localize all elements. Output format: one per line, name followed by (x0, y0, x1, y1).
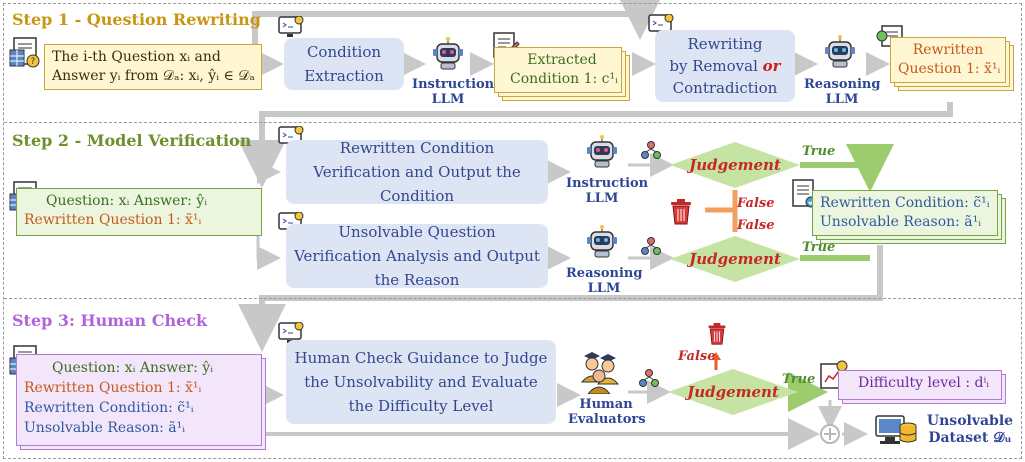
input-line-1: The i-th Question xᵢ and (52, 49, 221, 65)
input-line-2: Answer yᵢ from 𝒟ₐ: xᵢ, ŷᵢ ∈ 𝒟ₐ (52, 68, 255, 84)
step3-unsolvable-reason: Unsolvable Reason: ã¹ᵢ (24, 420, 186, 436)
rewriting-removal: by Removal (669, 57, 763, 75)
output-condition: Rewritten Condition: c̃¹ᵢ (820, 195, 990, 211)
robot-icon (587, 225, 617, 258)
trash-icon (671, 199, 691, 225)
rewriting-line-2: by Removal or (669, 55, 780, 77)
instruction-llm-caption-2: Instruction LLM (566, 176, 649, 206)
true-top-label: True (802, 144, 836, 159)
database-icon (875, 415, 917, 444)
monitor-icon (278, 126, 304, 147)
step3-question-answer: Question: xᵢ Answer: ŷᵢ (52, 360, 214, 376)
unsolvable-dataset-caption: Unsolvable Dataset 𝒟ᵤ (922, 413, 1018, 447)
judgement-human-label: Judgement (687, 383, 779, 401)
step3-rewritten-question: Rewritten Question 1: x̃¹ᵢ (24, 380, 202, 396)
extracted-line-1: Extracted (527, 52, 597, 68)
reasoning-llm-caption-2: Reasoning LLM (566, 266, 643, 296)
process-unsolvable-verification: Unsolvable Question Verification Analysi… (286, 223, 548, 289)
step2-input-card: Question: xᵢ Answer: ŷᵢ Rewritten Questi… (16, 188, 262, 236)
process-human-guidance: Human Check Guidance to Judge the Unsolv… (286, 340, 556, 424)
step3-rewritten-condition: Rewritten Condition: c̃¹ᵢ (24, 400, 194, 416)
human-evaluators-caption: Human Evaluators (568, 397, 646, 427)
svg-text:?: ? (31, 57, 36, 67)
spreadsheet-icon: ? (9, 37, 40, 68)
extracted-condition-card: Extracted Condition 1: c¹ᵢ (494, 47, 630, 101)
robot-icon (587, 135, 617, 168)
people-icon (641, 141, 661, 159)
judgement-bottom-label: Judgement (689, 250, 781, 268)
step2-output-card: Rewritten Condition: c̃¹ᵢ Unsolvable Rea… (812, 190, 1006, 244)
separator-1 (4, 122, 1021, 123)
outer-frame (3, 3, 1022, 459)
robot-icon (825, 35, 855, 68)
instruction-llm-caption-1: Instruction LLM (412, 77, 495, 107)
extracted-line-2: Condition 1: c¹ᵢ (510, 71, 618, 87)
separator-2 (4, 298, 1021, 299)
false-bottom-label: False (737, 218, 775, 233)
process-condition-verification: Rewritten Condition Verification and Out… (286, 139, 548, 205)
difficulty-card: Difficulty level : dⁱᵢ (838, 370, 1006, 404)
rewriting-line-1: Rewriting (687, 35, 763, 53)
rewriting-line-3: Contradiction (672, 79, 778, 97)
robot-icon (433, 37, 463, 70)
judgement-top-label: Judgement (689, 156, 781, 174)
difficulty-level: Difficulty level : dⁱᵢ (858, 375, 990, 391)
monitor-icon (278, 16, 304, 37)
dataset-line-2: Dataset 𝒟ᵤ (928, 430, 1012, 446)
judgement-top: Judgement (670, 142, 800, 188)
process-condition-extraction: Condition Extraction (284, 38, 404, 90)
rewritten-line-2: Question 1: x̃¹ᵢ (898, 61, 1001, 77)
judgement-human: Judgement (668, 369, 798, 415)
step3-input-card: Question: xᵢ Answer: ŷᵢ Rewritten Questi… (16, 354, 266, 450)
step2-rewritten-question: Rewritten Question 1: x̃¹ᵢ (24, 212, 202, 228)
reasoning-llm-caption-1: Reasoning LLM (804, 77, 881, 107)
process-rewriting: Rewriting by Removal or Contradiction (655, 30, 795, 102)
trash-icon (708, 323, 726, 345)
document-icon (820, 360, 848, 389)
people-icon (641, 237, 661, 255)
false-top-label: False (737, 196, 775, 211)
true-human-label: True (782, 372, 816, 387)
rewritten-question-card: Rewritten Question 1: x̃¹ᵢ (890, 37, 1014, 91)
step3-title: Step 3: Human Check (12, 311, 208, 330)
dataset-line-1: Unsolvable (926, 413, 1014, 429)
judgement-bottom: Judgement (670, 236, 800, 282)
rewriting-or: or (762, 57, 781, 75)
monitor-icon (278, 322, 304, 343)
step2-title: Step 2 - Model Verification (12, 131, 252, 150)
step1-input-card: The i-th Question xᵢ and Answer yᵢ from … (44, 44, 262, 90)
rewritten-line-1: Rewritten (912, 42, 984, 58)
people-icon (580, 352, 620, 394)
people-icon (639, 369, 659, 387)
step2-question-answer: Question: xᵢ Answer: ŷᵢ (46, 193, 208, 209)
step1-title: Step 1 - Question Rewriting (12, 10, 261, 29)
false-human-label: False (678, 349, 716, 364)
output-reason: Unsolvable Reason: ã¹ᵢ (820, 214, 982, 230)
